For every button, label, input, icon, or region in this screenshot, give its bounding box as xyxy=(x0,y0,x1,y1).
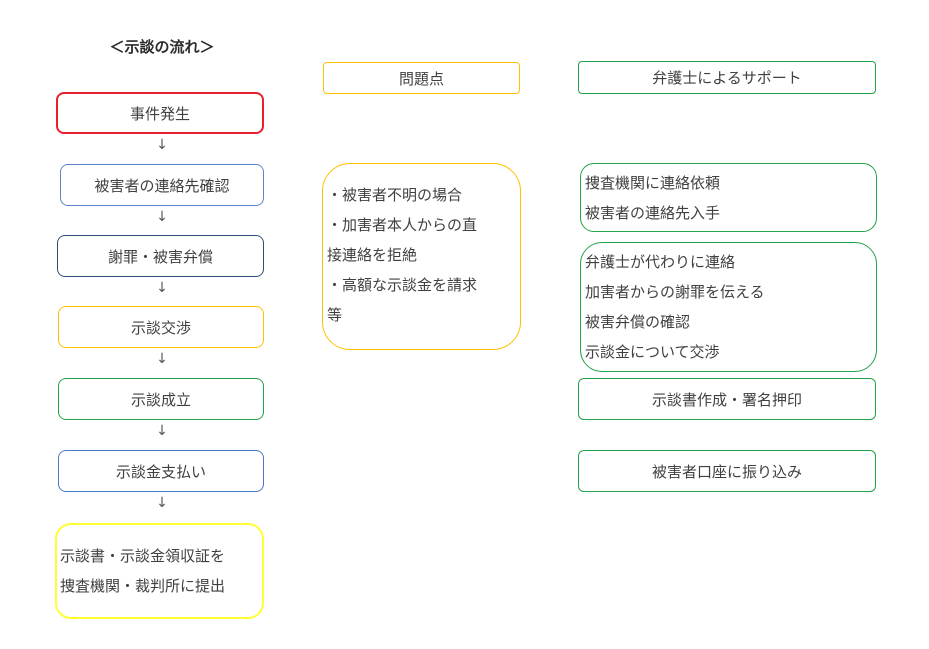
flow-step-label: 事件発生 xyxy=(129,104,190,123)
flow-step-label: 示談成立 xyxy=(130,390,191,409)
problem-line: 接連絡を拒絶 xyxy=(327,246,418,264)
support-box-transfer: 被害者口座に振り込み xyxy=(578,450,876,492)
support-line: 被害者の連絡先入手 xyxy=(585,203,721,222)
support-header: 弁護士によるサポート xyxy=(578,61,876,94)
support-line: 示談金について交渉 xyxy=(585,343,720,361)
flow-step-label: 被害者の連絡先確認 xyxy=(94,176,230,195)
flow-arrow: ↓ xyxy=(156,280,168,296)
flow-step-settlement: 示談成立 xyxy=(58,378,264,420)
support-box-negotiation: 弁護士が代わりに連絡 加害者からの謝罪を伝える 被害弁償の確認 示談金について交… xyxy=(580,242,877,372)
problem-line: ・高額な示談金を請求 xyxy=(327,276,478,294)
problem-line: 等 xyxy=(327,306,343,324)
support-line: 捜査機関に連絡依頼 xyxy=(585,173,721,192)
support-line: 加害者からの謝罪を伝える xyxy=(585,283,765,301)
flow-step-contact-confirm: 被害者の連絡先確認 xyxy=(60,164,264,206)
problems-header: 問題点 xyxy=(323,62,520,94)
flow-arrow: ↓ xyxy=(156,423,168,439)
support-header-label: 弁護士によるサポート xyxy=(652,69,802,87)
flow-step-payment: 示談金支払い xyxy=(58,450,264,492)
flow-step-label-line: 捜査機関・裁判所に提出 xyxy=(60,577,226,595)
support-line: 被害弁償の確認 xyxy=(585,313,691,331)
flow-step-label-line: 示談書・示談金領収証を xyxy=(60,547,226,565)
support-box-label: 示談書作成・署名押印 xyxy=(651,390,802,409)
support-box-agreement: 示談書作成・署名押印 xyxy=(578,378,876,420)
flow-step-apology: 謝罪・被害弁償 xyxy=(57,235,264,277)
problems-header-label: 問題点 xyxy=(398,69,444,88)
flow-step-label: 示談金支払い xyxy=(115,462,206,481)
flow-arrow: ↓ xyxy=(156,351,168,367)
flow-step-submit: 示談書・示談金領収証を 捜査機関・裁判所に提出 xyxy=(55,523,264,619)
flow-step-label: 謝罪・被害弁償 xyxy=(107,247,213,266)
flow-arrow: ↓ xyxy=(156,495,168,511)
support-box-contact: 捜査機関に連絡依頼 被害者の連絡先入手 xyxy=(580,163,877,232)
diagram-title: ＜示談の流れ＞ xyxy=(109,38,215,56)
support-line: 弁護士が代わりに連絡 xyxy=(585,253,736,271)
problem-line: ・加害者本人からの直 xyxy=(327,216,478,234)
problem-line: ・被害者不明の場合 xyxy=(327,186,463,204)
flow-step-incident: 事件発生 xyxy=(56,92,264,134)
flow-step-label: 示談交渉 xyxy=(130,318,191,337)
flow-step-negotiation: 示談交渉 xyxy=(58,306,264,348)
problems-box: ・被害者不明の場合 ・加害者本人からの直 接連絡を拒絶 ・高額な示談金を請求 等 xyxy=(322,163,521,350)
flow-arrow: ↓ xyxy=(156,137,168,153)
flow-arrow: ↓ xyxy=(156,209,168,225)
support-box-label: 被害者口座に振り込み xyxy=(651,462,802,481)
